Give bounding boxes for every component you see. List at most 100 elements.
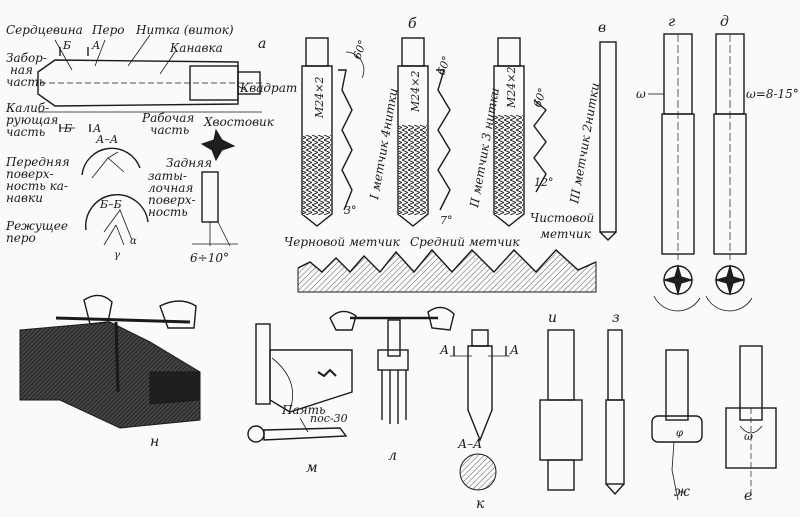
tap1-body — [301, 65, 333, 227]
panel-i-tap-with-nut: и — [539, 310, 583, 491]
label-solder: Паять — [281, 403, 325, 417]
mark-b-top: Б — [62, 39, 71, 52]
tap3-angle-12: 12° — [534, 176, 554, 189]
i-thread-block — [539, 399, 583, 461]
label-finish-2: метчик — [540, 227, 592, 241]
panel-letter-n: н — [150, 434, 159, 450]
panel-letter-g: г — [668, 14, 675, 30]
machine-tap-body — [599, 41, 617, 233]
label-core: Сердцевина — [6, 23, 83, 37]
panel-m-soldered-tap: Паять пос-30 м — [247, 323, 353, 476]
panel-z-long-tap: з — [605, 310, 625, 496]
panel-letter-i: и — [548, 310, 557, 326]
label-working-2: часть — [150, 123, 189, 137]
panel-zh-tap-in-nut: φ ж — [651, 349, 703, 501]
label-calib-3: часть — [6, 125, 45, 139]
tap3-profile — [533, 99, 547, 193]
label-alpha: α — [130, 236, 137, 247]
label-front-2: поверх- — [6, 167, 54, 181]
label-angle-range: 6÷10° — [190, 251, 229, 265]
tap2-m-label: М24×2 — [409, 71, 422, 113]
k-section-circle — [459, 453, 497, 491]
k-tap-body — [467, 345, 493, 442]
label-phi: φ — [676, 428, 683, 439]
panel-letter-z: з — [612, 310, 620, 326]
tap-d-flutes — [713, 113, 747, 255]
panel-letter-b: б — [408, 16, 417, 32]
label-section-bb: Б–Б — [99, 198, 122, 211]
label-back-3: лочная — [148, 181, 193, 195]
mark-b-bottom: Б — [63, 122, 72, 135]
label-intake-1: Забор- — [6, 51, 47, 65]
label-section-aa: А–А — [95, 133, 118, 146]
label-square: Квадрат — [239, 81, 297, 95]
panel-letter-k: к — [476, 496, 485, 512]
label-back-1: Задняя — [166, 156, 212, 170]
label-omega-range: ω=8-15° — [746, 87, 799, 101]
label-working-1: Рабочая — [141, 111, 194, 125]
label-cutting-2: перо — [6, 231, 36, 245]
label-groove: Канавка — [169, 41, 223, 55]
tap-body-threaded — [37, 59, 239, 107]
panel-l-tap-wrench-set: л — [329, 306, 455, 464]
tap3-angle-60: 60° — [531, 86, 550, 109]
tap1-profile — [338, 69, 353, 211]
tap2-body — [397, 65, 429, 227]
panel-b-tap-set: б М24×2 60° 3° I метчик 4нитки М24×2 60°… — [284, 16, 602, 293]
l-left-hand — [329, 310, 357, 331]
label-front-4: навки — [6, 191, 43, 205]
label-k-a-left: А — [439, 343, 449, 357]
tap2-head — [401, 37, 425, 67]
tap2-profile — [436, 69, 451, 211]
zh-tap — [665, 349, 689, 421]
label-feather: Перо — [91, 23, 124, 37]
panel-n-tapping-in-vise: н — [19, 294, 201, 450]
label-gamma: γ — [114, 250, 120, 261]
label-front-1: Передняя — [5, 155, 70, 169]
zh-nut — [651, 415, 703, 443]
section-aa-arc — [81, 147, 141, 176]
label-shank: Хвостовик — [203, 115, 275, 129]
panel-e-tap-in-hole: ω е — [725, 345, 777, 504]
label-thread-turn: Нитка (виток) — [135, 23, 234, 37]
label-omega-e: ω — [744, 430, 753, 443]
panel-v-machine-tap: в — [598, 20, 617, 241]
panel-a-tap-anatomy: Сердцевина Перо Нитка (виток) а Канавка … — [5, 23, 297, 265]
panel-k-drilled-tap: А А А–А к — [439, 329, 519, 512]
tap1-angle-3: 3° — [344, 204, 357, 217]
panel-d-spiral-tap: д ω=8-15° — [705, 14, 799, 312]
mark-a-bottom: А — [92, 122, 101, 135]
left-hand — [83, 294, 113, 325]
right-hand — [159, 300, 197, 329]
tap1-caption: I метчик 4нитки — [367, 87, 401, 201]
thread-profile-strip — [297, 249, 597, 293]
z-shank — [607, 329, 623, 401]
tap3-caption: III метчик 2нитки — [567, 82, 602, 206]
m-ring — [247, 425, 265, 443]
tap1-m-label: М24×2 — [313, 77, 326, 119]
panel-letter-m: м — [306, 460, 318, 476]
label-back-5: ность — [148, 205, 188, 219]
nut-handle-shape — [200, 128, 236, 162]
tap3-m-label: М24×2 — [505, 67, 518, 109]
tap1-angle-60: 60° — [351, 38, 370, 61]
tap-wrench-bar — [55, 316, 191, 324]
m-tap-horizontal — [263, 427, 348, 441]
label-pos30: пос-30 — [310, 412, 348, 425]
panel-g-spiral-tap: г ω — [636, 14, 701, 312]
label-back-4: поверх- — [148, 193, 196, 207]
tap-g-flutes — [661, 113, 695, 255]
tap2-angle-7: 7° — [440, 214, 453, 227]
label-intake-2: ная — [10, 63, 33, 77]
label-back-2: заты- — [148, 169, 187, 183]
z-flutes — [605, 399, 625, 485]
tap1-head — [305, 37, 329, 67]
m-tap-vertical — [255, 323, 271, 405]
label-middle-tap: Средний метчик — [410, 235, 520, 249]
tap3-body — [493, 65, 525, 227]
panel-letter-l: л — [388, 448, 397, 464]
panel-letter-e: е — [744, 488, 752, 504]
m-plate — [269, 349, 353, 413]
